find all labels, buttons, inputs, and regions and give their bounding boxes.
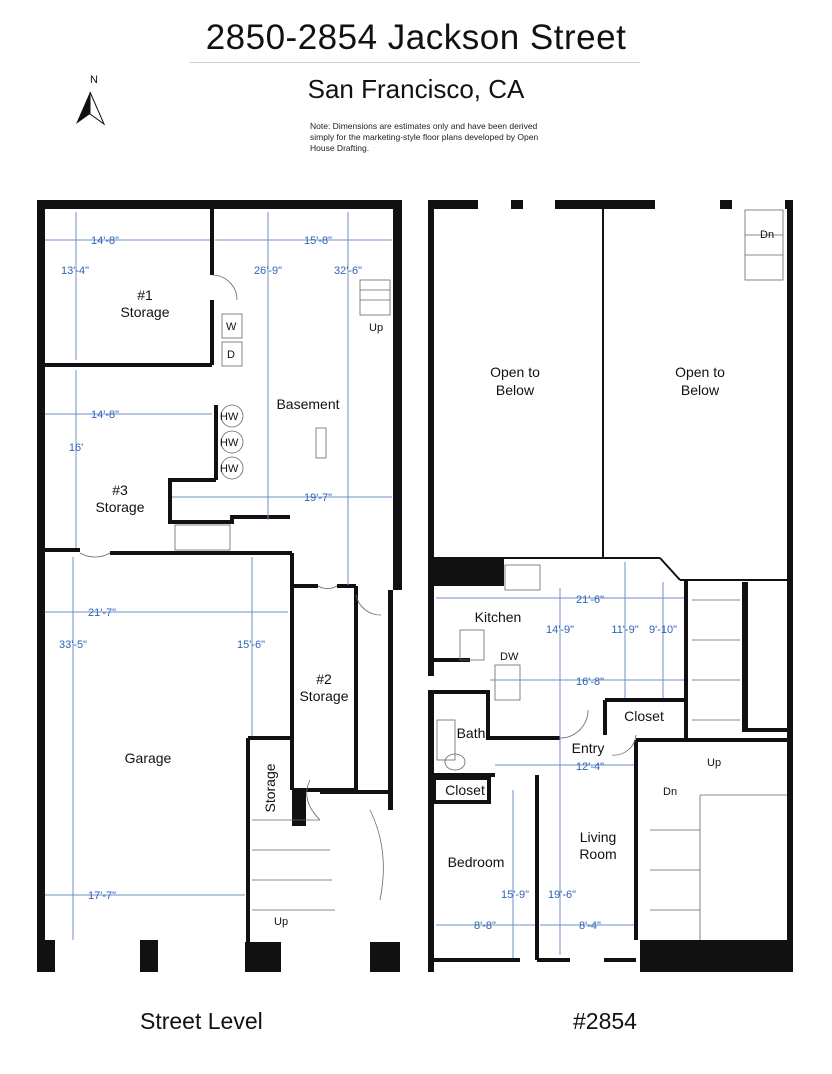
room-label-open-to-below: Open to Below	[490, 364, 540, 398]
room-label-storage-1-line1: #1	[137, 287, 153, 303]
dishwasher-label: DW	[500, 651, 519, 663]
dim-label: 14'-8"	[91, 235, 119, 247]
room-label-living-room-line2: Room	[579, 846, 616, 862]
room-label-closet: Closet	[624, 708, 664, 724]
room-label-storage-1-line2: Storage	[120, 304, 169, 320]
room-label-living-room-line1: Living	[580, 829, 617, 845]
room-label-bedroom: Bedroom	[448, 854, 505, 870]
dim-label: 16'-8"	[576, 676, 604, 688]
dim-label: 26'-9"	[254, 265, 282, 277]
dim-label: 15'-8"	[304, 235, 332, 247]
room-label-garage: Garage	[125, 750, 172, 766]
plan-caption-street-level: Street Level	[140, 1008, 263, 1034]
stair-down-label: Dn	[760, 229, 774, 241]
dim-label: 8'-8"	[474, 920, 496, 932]
open-to-below-text-line2: Below	[496, 382, 535, 398]
page-subtitle: San Francisco, CA	[307, 74, 525, 104]
room-label-storage-3-line2: Storage	[95, 499, 144, 515]
dim-label: 9'-10"	[649, 624, 677, 636]
page-title: 2850-2854 Jackson Street	[205, 18, 627, 57]
dim-label: 17'-7"	[88, 890, 116, 902]
room-label-kitchen: Kitchen	[475, 609, 522, 625]
open-to-below-text: Open to	[490, 364, 540, 380]
dim-label: 14'-9"	[546, 624, 574, 636]
stair-up-label: Up	[707, 757, 721, 769]
dim-label: 13'-4"	[61, 265, 89, 277]
water-heater-label: HW	[220, 463, 239, 475]
room-label-bath: Bath	[457, 725, 486, 741]
dim-label: 14'-8"	[91, 409, 119, 421]
dryer-label: D	[227, 349, 235, 361]
room-label-storage-3-line1: #3	[112, 482, 128, 498]
dim-label: 19'-7"	[304, 492, 332, 504]
dim-label: 11'-9"	[611, 624, 638, 636]
dim-label: 15'-6"	[237, 639, 265, 651]
unit-2854-plan: Open to Below Open to Below Kitchen Bath C…	[428, 200, 793, 972]
room-label-storage-2-line1: #2	[316, 671, 332, 687]
stair-down-label: Dn	[663, 786, 677, 798]
dim-label: 21'-6"	[576, 594, 604, 606]
open-to-below-text-line2: Below	[681, 382, 720, 398]
stair-up-label: Up	[369, 322, 383, 334]
dim-label: 32'-6"	[334, 265, 362, 277]
dim-label: 8'-4"	[579, 920, 601, 932]
disclaimer-note: Note: Dimensions are estimates only and …	[310, 121, 539, 153]
dim-label: 19'-6"	[548, 889, 576, 901]
dim-label: 12'-4"	[576, 761, 604, 773]
plan-caption-unit-2854: #2854	[573, 1008, 637, 1034]
title-divider	[190, 62, 640, 63]
room-label-storage-2-line2: Storage	[299, 688, 348, 704]
room-label-storage-small: Storage	[262, 763, 278, 812]
dim-label: 21'-7"	[88, 607, 116, 619]
north-arrow-icon: N	[76, 74, 106, 126]
water-heater-label: HW	[220, 411, 239, 423]
stair-up-label: Up	[274, 916, 288, 928]
dim-label: 15'-9"	[501, 889, 529, 901]
room-label-open-to-below: Open to Below	[675, 364, 725, 398]
room-label-basement: Basement	[276, 396, 339, 412]
water-heater-label: HW	[220, 437, 239, 449]
dim-label: 33'-5"	[59, 639, 87, 651]
dim-label: 16'	[69, 442, 83, 454]
open-to-below-text: Open to	[675, 364, 725, 380]
washer-label: W	[226, 321, 237, 333]
room-label-closet: Closet	[445, 782, 485, 798]
north-label: N	[90, 74, 98, 86]
room-label-entry: Entry	[572, 740, 605, 756]
